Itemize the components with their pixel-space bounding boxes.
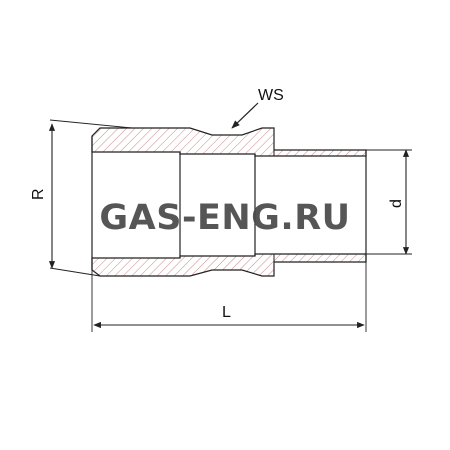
ws-label: WS <box>258 87 284 104</box>
ws-leader-line <box>231 102 259 129</box>
bottom-wall-section <box>91 253 367 277</box>
r-label: R <box>30 188 47 200</box>
r-extension-top <box>49 119 133 129</box>
l-label: L <box>222 304 231 321</box>
d-label: d <box>388 199 405 208</box>
top-wall-section <box>91 127 367 157</box>
